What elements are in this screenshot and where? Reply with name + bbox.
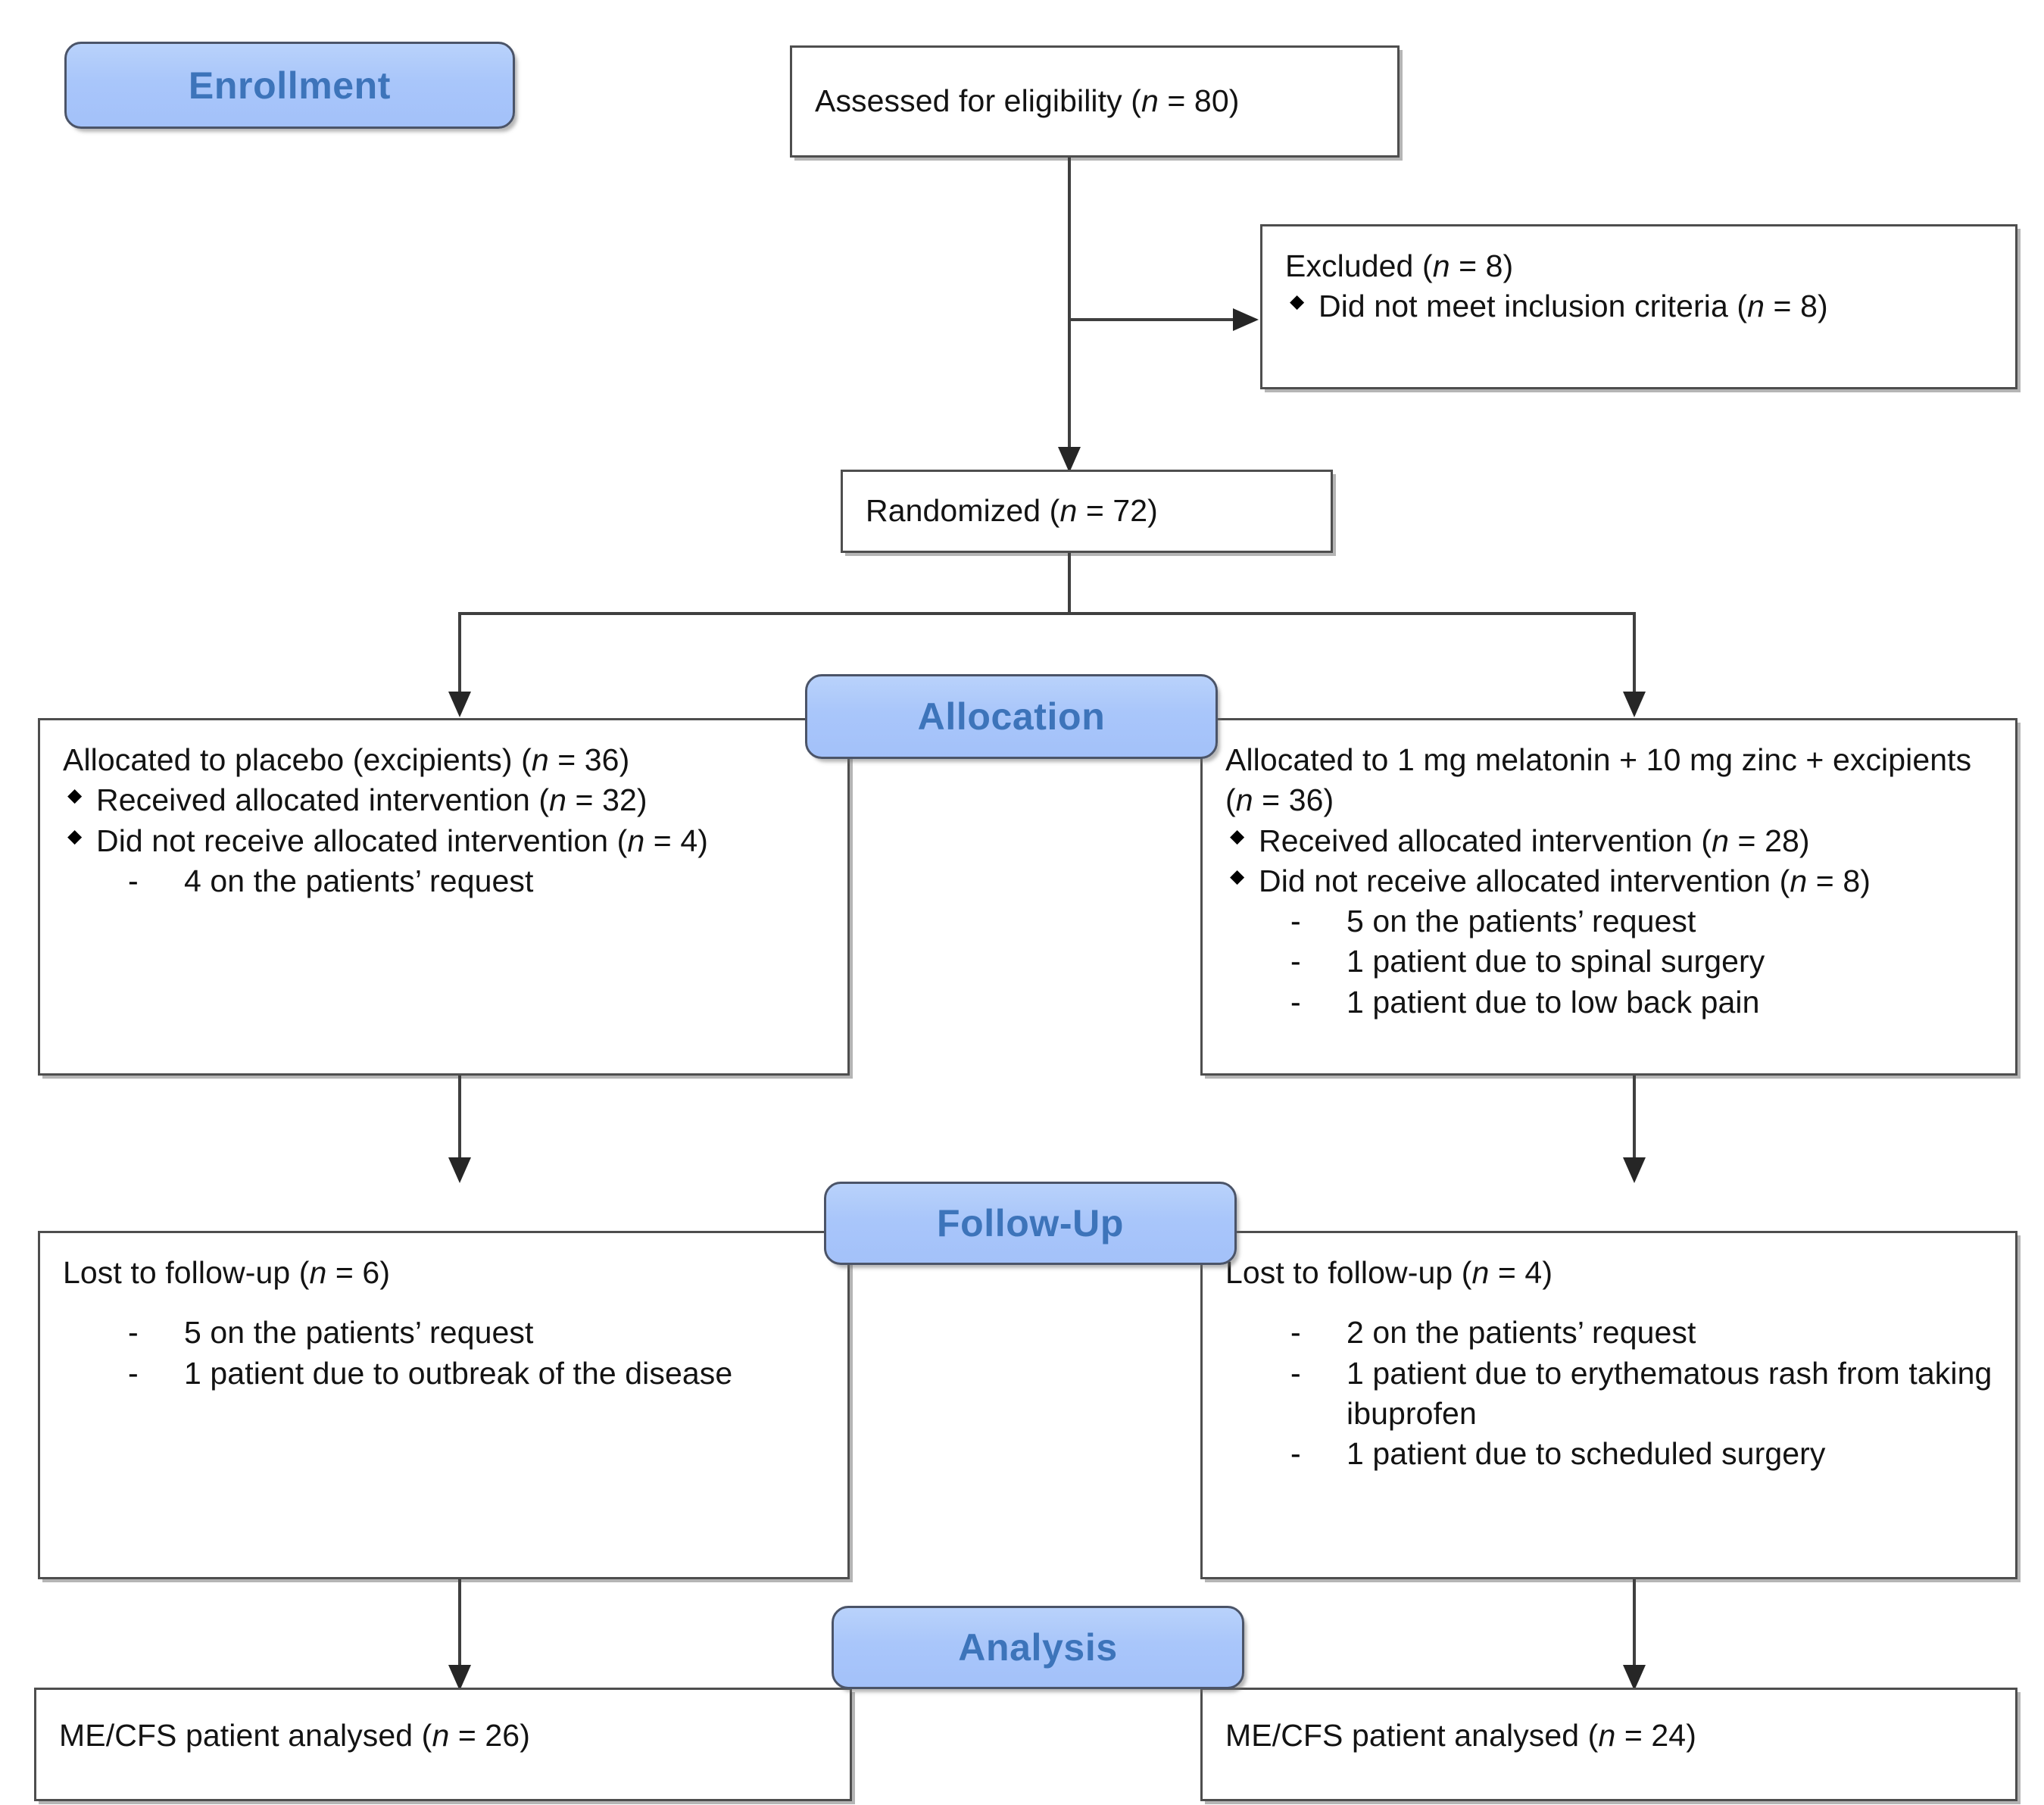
allocation-left-bullet-2: Did not receive allocated intervention (… (63, 821, 825, 861)
box-assessed-for-eligibility: Assessed for eligibility (n = 80) (790, 45, 1400, 158)
assessed-text: Assessed for eligibility (n = 80) (815, 83, 1240, 119)
stage-banner-followup: Follow-Up (824, 1182, 1237, 1265)
spacer (1225, 1293, 1999, 1313)
arrowhead-to-analysis-left (448, 1665, 471, 1691)
stage-banner-analysis: Analysis (832, 1606, 1244, 1689)
arrowhead-to-followup-right (1623, 1157, 1646, 1183)
box-excluded: Excluded (n = 8) Did not meet inclusion … (1260, 224, 2017, 389)
n-italic: n (1141, 83, 1159, 119)
excluded-item-1: Did not meet inclusion criteria (n = 8) (1285, 286, 1993, 326)
analysis-left-text: ME/CFS patient analysed (n = 26) (59, 1718, 530, 1753)
followup-left-sub-2: 1 patient due to outbreak of the disease (63, 1354, 825, 1394)
connector-allocation-right-to-followup (1633, 1076, 1636, 1163)
n-italic: n (1432, 248, 1450, 283)
allocation-right-bullet-1: Received allocated intervention (n = 28) (1225, 821, 1999, 861)
arrowhead-to-excluded (1233, 308, 1259, 331)
allocation-left-heading: Allocated to placebo (excipients) (n = 3… (63, 742, 630, 777)
n-italic: n (1235, 782, 1253, 818)
connector-assessed-to-randomized (1068, 158, 1071, 472)
connector-followup-right-to-analysis (1633, 1579, 1636, 1674)
allocation-left-bullet-1: Received allocated intervention (n = 32) (63, 780, 825, 820)
stage-banner-allocation: Allocation (805, 674, 1218, 759)
followup-right-sub-2: 1 patient due to erythematous rash from … (1225, 1354, 1999, 1435)
allocation-left-sub-1: 4 on the patients’ request (63, 861, 825, 902)
arrowhead-to-analysis-right (1623, 1665, 1646, 1691)
allocation-right-bullet-2: Did not receive allocated intervention (… (1225, 861, 1999, 901)
arrowhead-to-followup-left (448, 1157, 471, 1183)
n-italic: n (1790, 863, 1808, 898)
connector-to-excluded (1068, 318, 1242, 321)
n-italic: n (432, 1718, 450, 1753)
box-randomized: Randomized (n = 72) (841, 470, 1333, 553)
stage-banner-enrollment: Enrollment (64, 42, 515, 129)
stage-label-enrollment: Enrollment (188, 64, 392, 107)
stage-label-analysis: Analysis (958, 1626, 1118, 1669)
box-analysis-melatonin-zinc: ME/CFS patient analysed (n = 24) (1200, 1688, 2017, 1801)
stage-label-followup: Follow-Up (936, 1202, 1124, 1244)
arrowhead-to-allocation-left (448, 692, 471, 717)
n-italic: n (1712, 823, 1730, 858)
arrowhead-to-randomized (1058, 447, 1081, 473)
connector-randomized-stem (1068, 553, 1071, 615)
followup-left-heading: Lost to follow-up (n = 6) (63, 1255, 391, 1290)
analysis-right-text: ME/CFS patient analysed (n = 24) (1225, 1718, 1696, 1753)
box-allocation-placebo: Allocated to placebo (excipients) (n = 3… (38, 718, 850, 1076)
connector-followup-left-to-analysis (458, 1579, 461, 1674)
allocation-right-sub-1: 5 on the patients’ request (1225, 901, 1999, 942)
box-followup-placebo: Lost to follow-up (n = 6) 5 on the patie… (38, 1231, 850, 1579)
n-italic: n (309, 1255, 327, 1290)
n-italic: n (549, 782, 567, 818)
connector-split-horizontal (458, 612, 1636, 615)
excluded-heading: Excluded (n = 8) (1285, 248, 1514, 283)
n-italic: n (1598, 1718, 1616, 1753)
n-italic: n (1471, 1255, 1490, 1290)
allocation-right-sub-2: 1 patient due to spinal surgery (1225, 942, 1999, 982)
n-italic: n (1747, 289, 1765, 324)
followup-right-sub-1: 2 on the patients’ request (1225, 1313, 1999, 1354)
allocation-right-heading: Allocated to 1 mg melatonin + 10 mg zinc… (1225, 742, 1972, 818)
n-italic: n (627, 823, 645, 858)
box-allocation-melatonin-zinc: Allocated to 1 mg melatonin + 10 mg zinc… (1200, 718, 2017, 1076)
followup-left-sub-1: 5 on the patients’ request (63, 1313, 825, 1354)
connector-split-right (1633, 612, 1636, 697)
box-followup-melatonin-zinc: Lost to follow-up (n = 4) 2 on the patie… (1200, 1231, 2017, 1579)
stage-label-allocation: Allocation (917, 695, 1106, 738)
n-italic: n (1059, 493, 1078, 529)
randomized-text: Randomized (n = 72) (866, 493, 1158, 529)
connector-split-left (458, 612, 461, 697)
n-italic: n (531, 742, 549, 777)
arrowhead-to-allocation-right (1623, 692, 1646, 717)
box-analysis-placebo: ME/CFS patient analysed (n = 26) (34, 1688, 852, 1801)
spacer (63, 1293, 825, 1313)
followup-right-heading: Lost to follow-up (n = 4) (1225, 1255, 1553, 1290)
connector-allocation-left-to-followup (458, 1076, 461, 1163)
followup-right-sub-3: 1 patient due to scheduled surgery (1225, 1434, 1999, 1475)
allocation-right-sub-3: 1 patient due to low back pain (1225, 982, 1999, 1023)
